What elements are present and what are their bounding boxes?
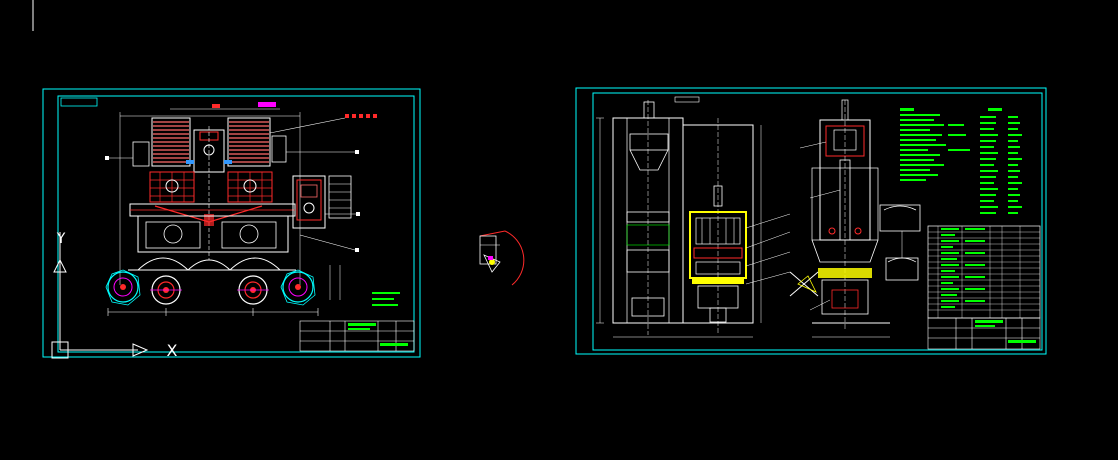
wheel-left-outer — [105, 269, 141, 306]
title-block — [927, 317, 1041, 350]
drawing-sheet-right[interactable] — [575, 87, 1047, 355]
machine-assembly — [105, 102, 400, 316]
section-elevation-view — [682, 118, 791, 338]
detail-callout[interactable] — [479, 230, 525, 286]
title-block — [299, 320, 415, 352]
front-elevation-view — [596, 96, 700, 338]
sheet-inner-border — [592, 92, 1043, 351]
drawing-sheet-left[interactable] — [42, 88, 421, 358]
side-elevation-view — [789, 99, 921, 338]
sheet-inner-border — [57, 95, 415, 353]
drawing-number-box — [60, 97, 98, 107]
dimension-label-mark — [258, 102, 276, 107]
technical-specs — [980, 108, 1022, 214]
wheel-right-outer — [280, 269, 316, 306]
parts-list-table — [927, 225, 1041, 319]
technical-notes — [900, 108, 970, 181]
sheet-outer-border — [575, 87, 1047, 355]
ucs-icon: Y X — [51, 231, 178, 360]
ucs-x-label: X — [167, 341, 178, 360]
wheel-right-inner — [237, 275, 269, 305]
wheel-left-inner — [150, 275, 182, 305]
sheet-outer-border — [42, 88, 421, 358]
ucs-y-label: Y — [56, 231, 66, 247]
